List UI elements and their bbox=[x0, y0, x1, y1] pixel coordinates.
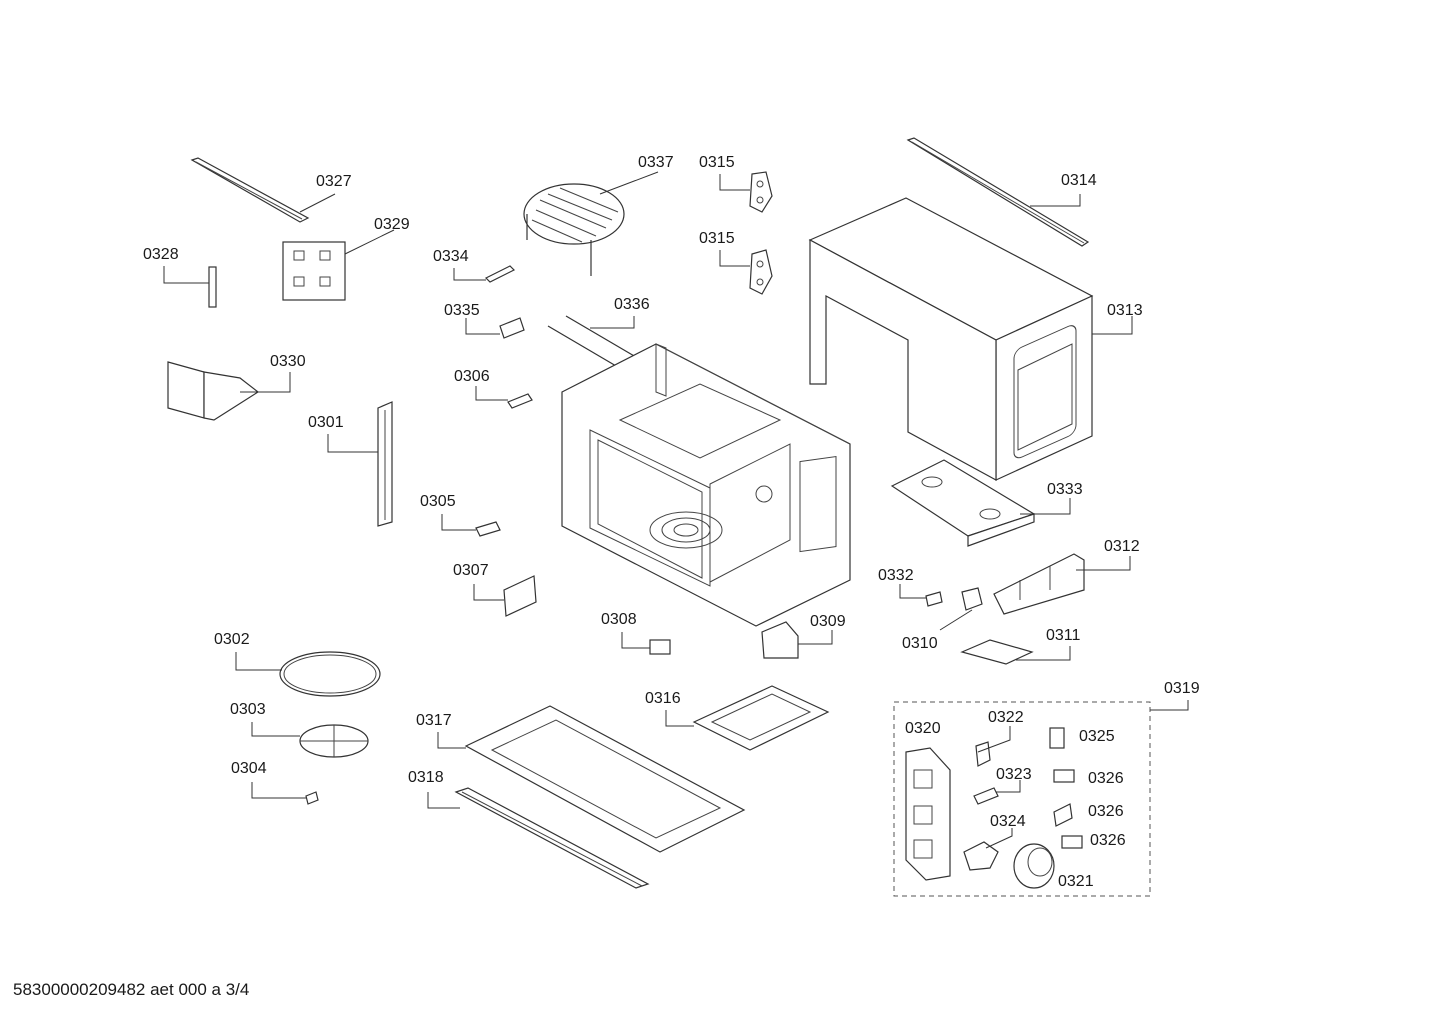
part-0312-drawing bbox=[993, 553, 1131, 615]
part-0326c-drawing bbox=[1061, 835, 1083, 849]
part-0303-drawing bbox=[251, 722, 369, 758]
oven-cavity-drawing bbox=[561, 343, 851, 627]
part-0304-drawing bbox=[251, 782, 319, 805]
label-0334: 0334 bbox=[433, 248, 469, 265]
part-0335-drawing bbox=[465, 317, 525, 339]
part-0320-drawing bbox=[905, 747, 951, 881]
part-0332-drawing bbox=[899, 584, 943, 607]
label-0320: 0320 bbox=[905, 720, 941, 737]
label-0321: 0321 bbox=[1058, 873, 1094, 890]
part-0308-drawing bbox=[621, 632, 671, 655]
part-0328-drawing bbox=[163, 266, 217, 308]
part-0325-drawing bbox=[1049, 727, 1065, 749]
part-0302-drawing bbox=[235, 651, 381, 697]
part-0323-drawing bbox=[973, 780, 1021, 805]
part-0301-drawing bbox=[327, 401, 393, 527]
part-0326b-drawing bbox=[1053, 803, 1073, 827]
label-0326-2: 0326 bbox=[1088, 803, 1124, 820]
label-0332: 0332 bbox=[878, 567, 914, 584]
label-0325: 0325 bbox=[1079, 728, 1115, 745]
part-0307-drawing bbox=[473, 575, 537, 617]
part-0327-drawing bbox=[190, 157, 336, 223]
label-0323: 0323 bbox=[996, 766, 1032, 783]
document-code: 58300000209482 aet 000 a 3/4 bbox=[13, 980, 250, 999]
part-0334-drawing bbox=[453, 265, 516, 283]
label-0316: 0316 bbox=[645, 690, 681, 707]
part-0322-drawing bbox=[975, 726, 1011, 767]
label-0310: 0310 bbox=[902, 635, 938, 652]
label-0309: 0309 bbox=[810, 613, 846, 630]
part-0333-drawing bbox=[890, 459, 1071, 547]
label-0333: 0333 bbox=[1047, 481, 1083, 498]
label-0311: 0311 bbox=[1046, 627, 1081, 644]
label-0312: 0312 bbox=[1104, 538, 1140, 555]
part-0309-drawing bbox=[761, 621, 833, 659]
part-0326a-drawing bbox=[1053, 769, 1075, 783]
label-0315-bottom: 0315 bbox=[699, 230, 735, 247]
part-0311-drawing bbox=[960, 639, 1071, 665]
label-0318: 0318 bbox=[408, 769, 444, 786]
group-0319-box bbox=[893, 700, 1189, 897]
label-0326-3: 0326 bbox=[1090, 832, 1126, 849]
part-0329-drawing bbox=[282, 229, 395, 301]
label-0317: 0317 bbox=[416, 712, 452, 729]
part-0315b-drawing bbox=[719, 249, 773, 295]
label-0313: 0313 bbox=[1107, 302, 1143, 319]
label-0335: 0335 bbox=[444, 302, 480, 319]
label-0306: 0306 bbox=[454, 368, 490, 385]
label-0330: 0330 bbox=[270, 353, 306, 370]
part-0337-drawing bbox=[523, 171, 659, 276]
part-0305-drawing bbox=[441, 514, 501, 537]
part-0317-drawing bbox=[437, 705, 746, 853]
label-0315-top: 0315 bbox=[699, 154, 735, 171]
label-0328: 0328 bbox=[143, 246, 179, 263]
part-0330-drawing bbox=[167, 361, 291, 421]
label-0327: 0327 bbox=[316, 173, 352, 190]
label-0301: 0301 bbox=[308, 414, 344, 431]
label-0304: 0304 bbox=[231, 760, 267, 777]
label-0324: 0324 bbox=[990, 813, 1026, 830]
label-0305: 0305 bbox=[420, 493, 456, 510]
part-0313-drawing bbox=[808, 197, 1133, 482]
label-0307: 0307 bbox=[453, 562, 489, 579]
label-0314: 0314 bbox=[1061, 172, 1097, 189]
part-0321-drawing bbox=[1013, 843, 1055, 889]
label-0336: 0336 bbox=[614, 296, 650, 313]
part-0318-drawing bbox=[427, 787, 650, 889]
part-0315a-drawing bbox=[719, 171, 773, 213]
label-0308: 0308 bbox=[601, 611, 637, 628]
label-0329: 0329 bbox=[374, 216, 410, 233]
label-0322: 0322 bbox=[988, 709, 1024, 726]
part-0324-drawing bbox=[963, 828, 1013, 871]
label-0303: 0303 bbox=[230, 701, 266, 718]
part-0310-drawing bbox=[939, 587, 983, 631]
part-0306-drawing bbox=[475, 386, 533, 409]
label-0302: 0302 bbox=[214, 631, 250, 648]
part-0314-drawing bbox=[906, 137, 1090, 247]
label-0337: 0337 bbox=[638, 154, 674, 171]
label-0319: 0319 bbox=[1164, 680, 1200, 697]
label-0326-1: 0326 bbox=[1088, 770, 1124, 787]
part-0316-drawing bbox=[665, 685, 830, 751]
